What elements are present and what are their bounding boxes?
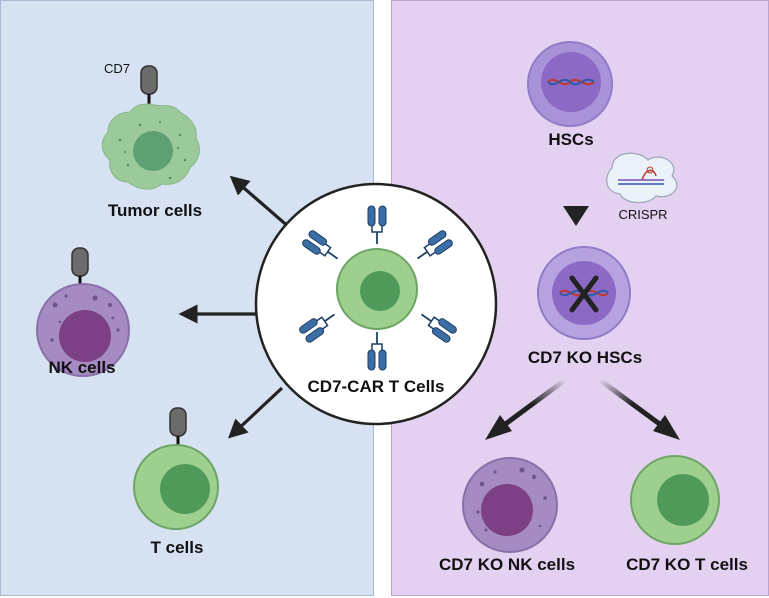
- ko-t-cell: [630, 455, 720, 545]
- arrows-right: [485, 377, 680, 440]
- ko-hscs-label: CD7 KO HSCs: [527, 348, 643, 367]
- t-cell: [133, 407, 219, 530]
- cd7-receptor-icon: [71, 247, 89, 277]
- ko-t-cells-label: CD7 KO T cells: [626, 555, 748, 574]
- crispr-icon: [606, 152, 678, 204]
- tumor-cells-label: Tumor cells: [107, 201, 203, 220]
- car-t-label: CD7-CAR T Cells: [307, 377, 445, 396]
- ko-hsc-cell: [537, 246, 631, 340]
- nk-cells-label: NK cells: [48, 358, 116, 377]
- tumor-cell: [101, 65, 200, 190]
- hsc-cell: [527, 41, 613, 127]
- cd7-receptor-icon: [140, 65, 158, 95]
- cd7-label: CD7: [103, 61, 131, 76]
- crispr-label: CRISPR: [618, 207, 668, 222]
- arrow-down-head: [563, 206, 589, 226]
- ko-nk-cells-label: CD7 KO NK cells: [438, 555, 576, 574]
- hscs-label: HSCs: [548, 130, 594, 149]
- knockout-x-icon: [569, 275, 599, 313]
- car-t-cell: [254, 182, 498, 426]
- arrows-left: [178, 175, 292, 439]
- t-cells-label: T cells: [150, 538, 204, 557]
- nk-cell: [36, 247, 130, 377]
- cd7-receptor-icon: [169, 407, 187, 437]
- ko-nk-cell: [462, 457, 558, 553]
